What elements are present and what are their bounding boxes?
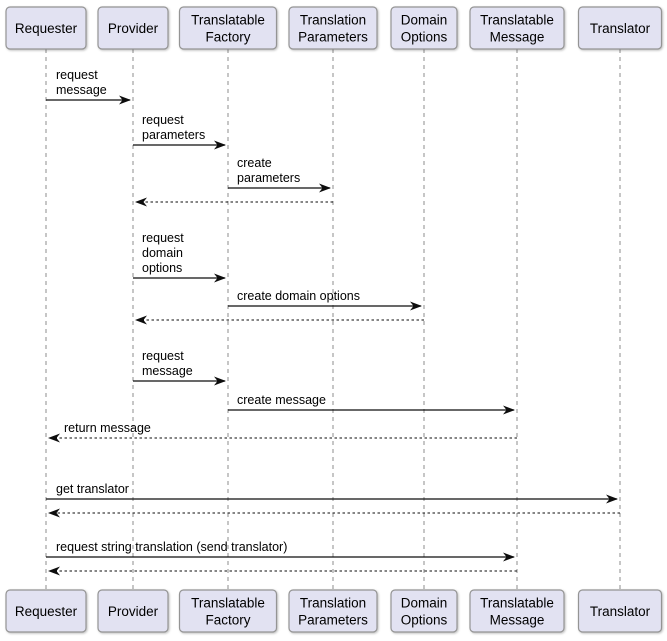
participant-label-top-translator: Translator xyxy=(590,21,651,36)
participant-label-bottom-translatable-factory: Factory xyxy=(205,613,250,628)
participant-label-bottom-translation-parameters: Translation xyxy=(300,596,366,611)
message-label-5: options xyxy=(142,261,182,275)
participant-label-top-domain-options: Domain xyxy=(401,13,448,28)
participant-box-top-requester xyxy=(5,6,87,50)
participant-box-top-provider xyxy=(97,6,169,50)
message-label-8: request xyxy=(142,349,184,363)
participant-box-bottom-translatable-factory xyxy=(178,589,278,633)
participant-box-bottom-domain-options xyxy=(390,589,458,633)
message-label-8: message xyxy=(142,364,193,378)
participant-label-bottom-provider: Provider xyxy=(108,604,159,619)
participant-label-bottom-domain-options: Options xyxy=(401,613,448,628)
participant-label-bottom-translatable-message: Message xyxy=(490,613,545,628)
participant-box-bottom-translatable-message xyxy=(469,589,565,633)
message-label-3: create xyxy=(237,156,272,170)
participant-box-bottom-requester xyxy=(5,589,87,633)
participant-box-top-translatable-message xyxy=(469,6,565,50)
message-label-2: request xyxy=(142,113,184,127)
participant-label-top-translation-parameters: Parameters xyxy=(298,30,368,45)
message-label-5: domain xyxy=(142,246,183,260)
participant-box-top-translation-parameters xyxy=(288,6,378,50)
message-label-1: message xyxy=(56,83,107,97)
participant-label-bottom-translation-parameters: Parameters xyxy=(298,613,368,628)
message-label-5: request xyxy=(142,231,184,245)
participant-box-bottom-provider xyxy=(97,589,169,633)
participant-box-top-translatable-factory xyxy=(178,6,278,50)
message-label-9: create message xyxy=(237,393,326,407)
participant-box-bottom-translator xyxy=(577,589,663,633)
message-label-3: parameters xyxy=(237,171,300,185)
participant-label-top-translatable-factory: Translatable xyxy=(191,13,265,28)
participant-box-bottom-translation-parameters xyxy=(288,589,378,633)
participant-label-top-requester: Requester xyxy=(15,21,78,36)
participant-label-top-translatable-message: Message xyxy=(490,30,545,45)
message-label-6: create domain options xyxy=(237,289,360,303)
participant-label-bottom-translator: Translator xyxy=(590,604,651,619)
message-label-10: return message xyxy=(64,421,151,435)
participant-box-top-domain-options xyxy=(390,6,458,50)
participant-box-top-translator xyxy=(577,6,663,50)
message-label-13: request string translation (send transla… xyxy=(56,540,287,554)
participant-label-top-translatable-factory: Factory xyxy=(205,30,250,45)
message-label-1: request xyxy=(56,68,98,82)
participant-label-bottom-requester: Requester xyxy=(15,604,78,619)
participant-label-bottom-domain-options: Domain xyxy=(401,596,448,611)
participant-label-bottom-translatable-message: Translatable xyxy=(480,596,554,611)
participant-label-top-domain-options: Options xyxy=(401,30,448,45)
participant-label-top-translatable-message: Translatable xyxy=(480,13,554,28)
participant-label-bottom-translatable-factory: Translatable xyxy=(191,596,265,611)
participant-label-top-provider: Provider xyxy=(108,21,159,36)
message-label-11: get translator xyxy=(56,482,129,496)
message-label-2: parameters xyxy=(142,128,205,142)
participant-label-top-translation-parameters: Translation xyxy=(300,13,366,28)
